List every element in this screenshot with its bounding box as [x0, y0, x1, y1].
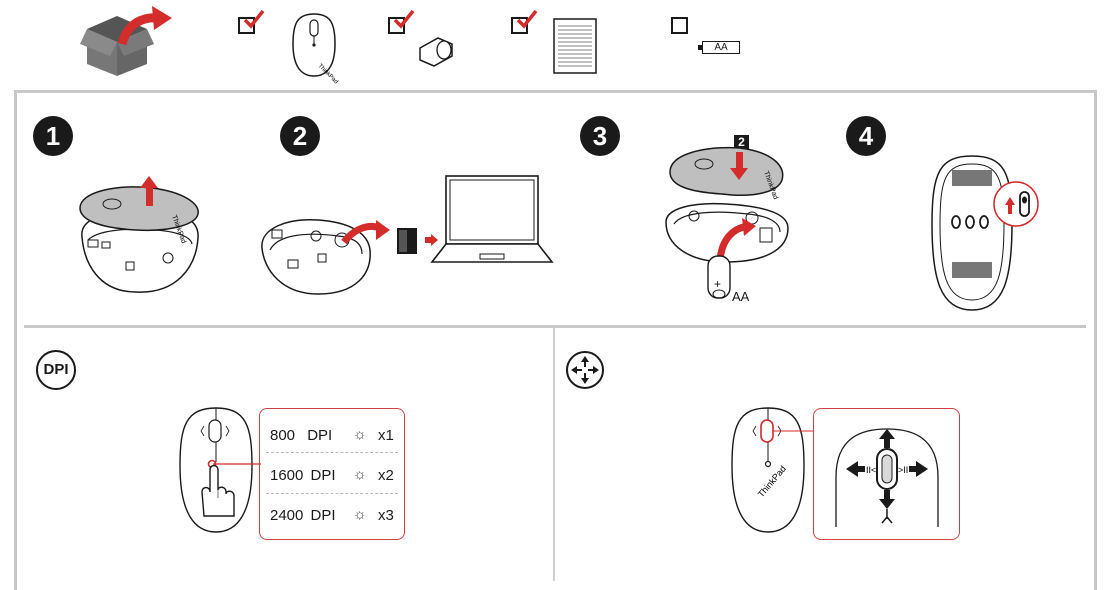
power-switch-illustration [931, 155, 1039, 311]
dpi-value: 800 [270, 427, 296, 444]
dpi-settings-panel: 800 DPI ☼ x1 1600 DPI ☼ x2 2400 DPI ☼ x3 [259, 408, 405, 540]
scroll-directions-panel: II< >II [813, 408, 960, 540]
battery-icon: AA [698, 41, 740, 54]
dpi-row-1600: 1600 DPI [270, 467, 336, 484]
manual-document-icon [553, 18, 597, 74]
scroll-wheel-directions-icon: II< >II [835, 428, 939, 527]
svg-text:II<: II< [866, 465, 876, 475]
dpi-leader-line [213, 463, 261, 465]
row-separator [266, 452, 398, 453]
substep-2-label: 2 [734, 135, 749, 150]
dpi-badge: DPI [36, 350, 76, 390]
led-icon: ☼ [353, 466, 367, 483]
section-divider-horizontal [24, 325, 1086, 328]
led-icon: ☼ [353, 426, 367, 443]
check-mark-icon [393, 9, 415, 29]
insert-battery-illustration: ThinkPad [665, 146, 789, 299]
led-icon: ☼ [353, 506, 367, 523]
step-3-badge: 3 [580, 116, 620, 156]
checkbox-receiver [388, 17, 405, 34]
check-mark-icon [516, 9, 538, 29]
checkbox-battery-unchecked [671, 17, 688, 34]
step-4-badge: 4 [846, 116, 886, 156]
dpi-row-800: 800 DPI [270, 427, 332, 444]
blink-count: x3 [378, 507, 394, 524]
unbox-icon [80, 6, 172, 76]
four-way-scroll-badge-icon [566, 351, 604, 389]
laptop-icon [430, 175, 554, 263]
step-2-badge: 2 [280, 116, 320, 156]
dpi-row-2400: 2400 DPI [270, 507, 336, 524]
instructions-frame [14, 90, 1097, 590]
battery-label: AA [714, 42, 728, 53]
dpi-unit: DPI [307, 427, 333, 444]
dpi-unit: DPI [310, 467, 336, 484]
battery-type-label: AA [732, 289, 750, 304]
scroll-mouse-illustration: ThinkPad [731, 407, 814, 533]
step-1-badge: 1 [33, 116, 73, 156]
dpi-unit: DPI [310, 507, 336, 524]
svg-text:>II: >II [898, 465, 908, 475]
row-separator [266, 493, 398, 494]
usb-receiver-icon [397, 228, 438, 254]
usb-receiver-icon [419, 37, 453, 67]
blink-count: x2 [378, 467, 394, 484]
dpi-value: 2400 [270, 507, 304, 524]
mouse-icon: ThinkPad [292, 13, 339, 85]
blink-count: x1 [378, 427, 394, 444]
checkbox-manual [511, 17, 528, 34]
dpi-value: 1600 [270, 467, 304, 484]
section-divider-vertical [553, 328, 555, 581]
battery-plus-sign: + [714, 277, 722, 291]
remove-receiver-illustration [261, 219, 390, 295]
checkbox-mouse [238, 17, 255, 34]
dpi-mouse-illustration [179, 407, 253, 533]
open-cover-illustration: ThinkPad [79, 176, 199, 293]
check-mark-icon [243, 9, 265, 29]
